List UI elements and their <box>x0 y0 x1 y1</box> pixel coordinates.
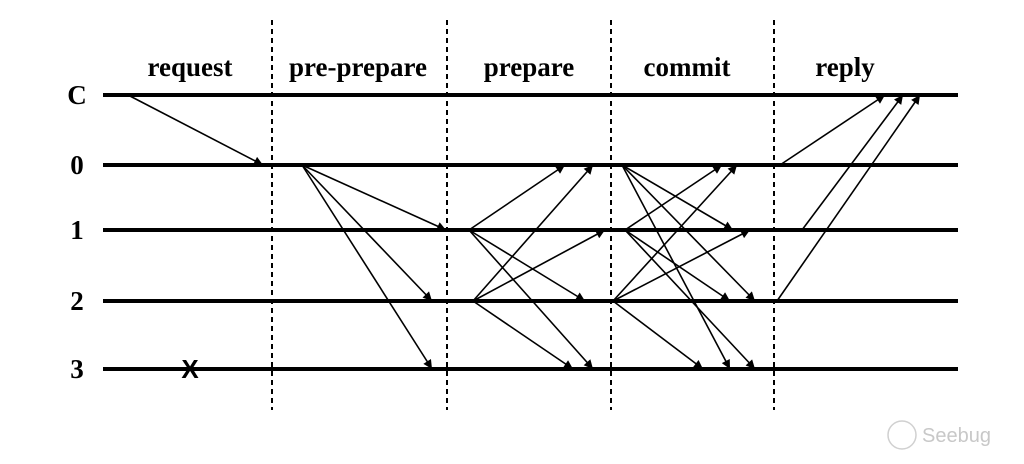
phase-label-reply: reply <box>815 52 875 82</box>
node-label-1: 1 <box>70 215 84 245</box>
message-arrow <box>301 164 433 302</box>
message-arrow <box>472 300 574 370</box>
message-arrow <box>779 94 886 166</box>
message-arrow <box>468 229 594 370</box>
message-arrow <box>301 164 433 370</box>
phase-label-pre-prepare: pre-prepare <box>289 52 427 82</box>
watermark-logo: Seebug <box>887 420 991 450</box>
message-arrow <box>612 164 738 302</box>
phase-label-request: request <box>148 52 233 82</box>
message-arrow <box>621 164 756 302</box>
message-arrow <box>624 164 723 231</box>
message-arrow <box>612 300 704 370</box>
message-arrow <box>776 94 921 302</box>
message-arrow <box>621 164 731 370</box>
node-label-0: 0 <box>70 150 84 180</box>
message-arrow <box>612 229 751 302</box>
phase-label-prepare: prepare <box>484 52 575 82</box>
message-arrow <box>472 229 606 302</box>
node-label-client: C <box>67 80 87 110</box>
message-arrow <box>468 229 586 302</box>
message-arrow <box>472 164 594 302</box>
message-arrow <box>624 229 731 302</box>
phase-label-commit: commit <box>644 52 731 82</box>
node-label-2: 2 <box>70 286 84 316</box>
message-arrow <box>801 94 904 231</box>
failed-node-marker: X <box>181 354 199 384</box>
message-arrow <box>624 229 756 370</box>
node-label-3: 3 <box>70 354 84 384</box>
message-arrow <box>468 164 566 231</box>
message-arrow <box>127 94 264 166</box>
watermark-text: Seebug <box>922 425 991 447</box>
message-arrow <box>301 164 447 231</box>
message-arrow <box>621 164 734 231</box>
